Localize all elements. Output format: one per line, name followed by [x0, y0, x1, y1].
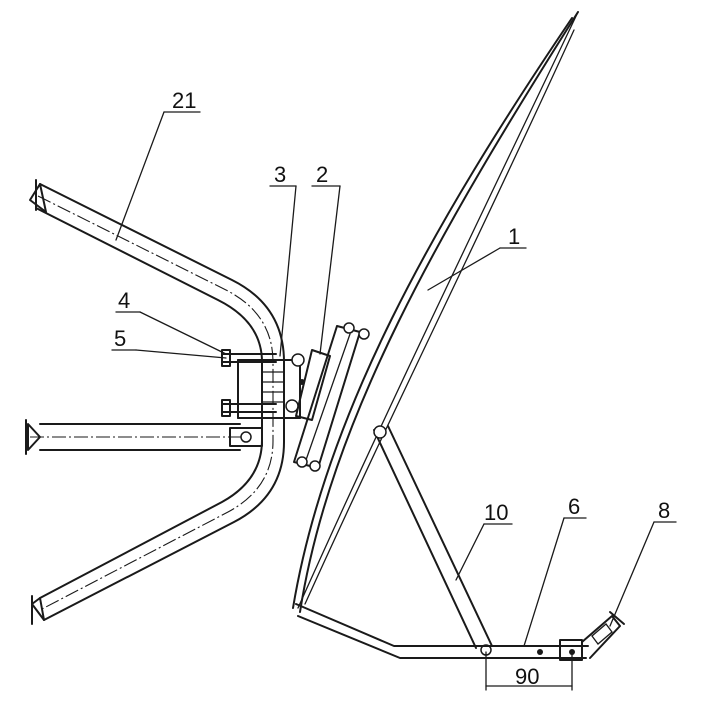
label-2: 2: [316, 162, 328, 187]
clamp-plate: [237, 353, 305, 419]
label-10: 10: [484, 500, 508, 525]
label-21: 21: [172, 88, 196, 113]
label-8: 8: [658, 498, 670, 523]
label-6: 6: [568, 494, 580, 519]
label-5: 5: [114, 326, 126, 351]
bent-pole: [29, 179, 285, 625]
feed-support: [581, 611, 625, 659]
horizontal-pole: [25, 419, 263, 455]
dimension-90: 90: [485, 651, 573, 691]
bracket-plate: [293, 322, 370, 472]
part-labels: 21 3 2 1 4 5 10 6 8: [114, 88, 670, 525]
support-strut: [373, 425, 493, 656]
label-4: 4: [118, 288, 130, 313]
dimension-value: 90: [515, 664, 539, 689]
label-1: 1: [508, 224, 520, 249]
u-bolt-upper: [221, 349, 277, 367]
base-frame: [295, 603, 589, 661]
dish-reflector: [292, 11, 579, 613]
u-bolt-lower: [221, 399, 277, 417]
leader-lines: [111, 111, 677, 647]
label-3: 3: [274, 162, 286, 187]
